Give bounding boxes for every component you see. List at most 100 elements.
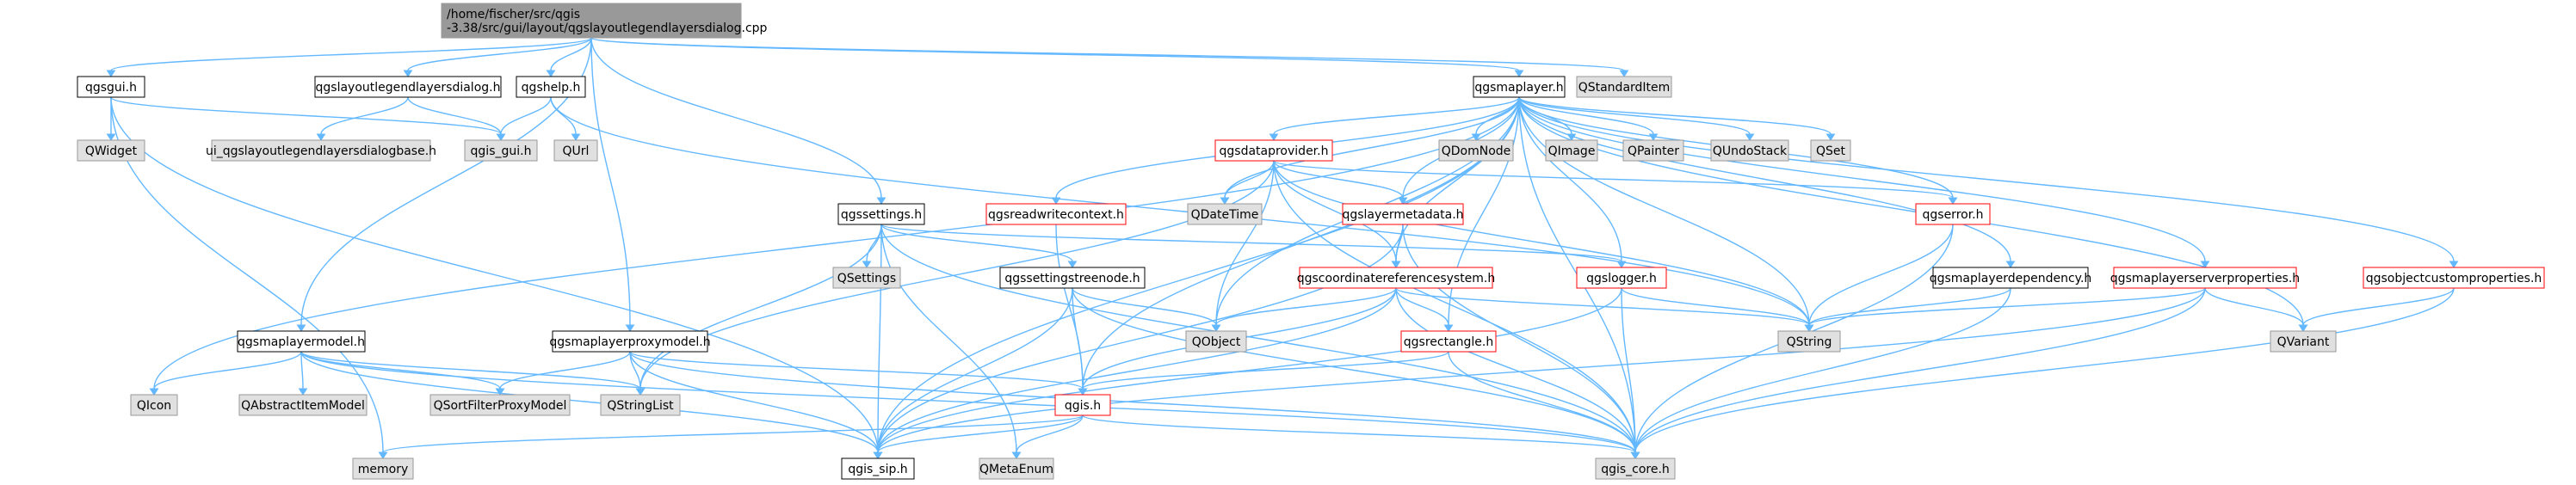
edge-qgslayoutlegendlayersdialog_h-to-qgis_gui_h [407,96,506,141]
edge-qgsmaplayer_h-to-qgsdataprovider_h [1269,96,1520,141]
node-qgserror-h[interactable]: qgserror.h [1915,203,1991,225]
node-QIcon[interactable]: QIcon [130,394,178,416]
edge-qgsmaplayerserverproperties_h-to-qgis_core_h [1630,287,2206,459]
node-label: qgis_gui.h [471,144,532,158]
node-label: QUrl [563,144,590,158]
node-qgsmaplayerdependency-h[interactable]: qgsmaplayerdependency.h [1930,267,2092,289]
node-qgslayermetadata-h[interactable]: qgslayermetadata.h [1342,203,1464,225]
node-QStandardItem[interactable]: QStandardItem [1576,76,1672,98]
node-qgis-core-h[interactable]: qgis_core.h [1595,457,1676,480]
node-qgscoordinatereferencesystem-h[interactable]: qgscoordinatereferencesystem.h [1297,267,1496,289]
node-ui-dialogbase[interactable]: ui_qgslayoutlegendlayersdialogbase.h [206,139,436,162]
node-qgsmaplayerproxymodel-h[interactable]: qgsmaplayerproxymodel.h [549,330,711,353]
node-qgsmaplayermodel-h[interactable]: qgsmaplayermodel.h [237,330,366,353]
node-QDomNode[interactable]: QDomNode [1438,139,1514,162]
node-qgsgui-h[interactable]: qgsgui.h [77,76,145,98]
edge-qgsdataprovider_h-to-QStringList [635,160,1275,396]
node-qgslogger-h[interactable]: qgslogger.h [1576,267,1667,289]
edge-qgsmaplayer_h-to-QUndoStack [1518,96,1755,141]
node-label: qgslayoutlegendlayersdialog.h [316,81,501,95]
edge-qgssettingstreenode_h-to-qgis_h [1072,287,1088,396]
node-label: qgsreadwritecontext.h [988,208,1124,222]
node-label: QObject [1192,335,1241,349]
node-qgis-h[interactable]: qgis.h [1054,394,1111,416]
node-QString[interactable]: QString [1777,330,1841,353]
edge-qgshelp_h-to-qgis_gui_h [496,96,552,141]
edge-qgssettings_h-to-qgssettingstreenode_h [880,224,1078,268]
node-label: qgsmaplayerproxymodel.h [549,335,710,349]
node-label: qgsmaplayermodel.h [238,335,365,349]
node-qgsdataprovider-h[interactable]: qgsdataprovider.h [1214,139,1333,162]
edge-qgsmaplayer_h-to-QSet [1518,96,1836,141]
edge-qgsdataprovider_h-to-QDateTime [1220,160,1275,205]
edge-qgsdataprovider_h-to-qgserror_h [1273,160,1958,205]
node-label: qgsmaplayer.h [1474,81,1563,95]
node-label: QVariant [2277,335,2330,349]
node-label: QStringList [607,399,674,413]
edge-qgsmaplayerproxymodel_h-to-QSortFilterProxyModel [495,351,631,396]
nodes-layer: /home/fischer/src/qgis-3.38/src/gui/layo… [77,3,2545,480]
node-label: QPainter [1628,144,1679,158]
node-label: qgslayermetadata.h [1342,208,1463,222]
node-QStringList[interactable]: QStringList [600,394,681,416]
edge-qgsdataprovider_h-to-qgslayermetadata_h [1273,160,1408,205]
edge-qgsmaplayer_h-to-qgsmaplayerserverproperties_h [1518,96,2210,268]
node-label: QUndoStack [1713,144,1788,158]
node-qgssettings-h[interactable]: qgssettings.h [837,203,925,225]
edge-root-to-QStandardItem [590,37,1629,77]
node-qgis-gui-h[interactable]: qgis_gui.h [464,139,538,162]
node-QVariant[interactable]: QVariant [2270,330,2337,353]
node-root[interactable]: /home/fischer/src/qgis-3.38/src/gui/layo… [441,3,768,39]
edge-qgssettings_h-to-QMetaEnum [880,224,1022,459]
node-qgis-sip-h[interactable]: qgis_sip.h [841,457,915,480]
node-label: qgserror.h [1923,208,1984,222]
node-label: qgslogger.h [1586,272,1657,285]
node-QSettings[interactable]: QSettings [832,267,901,289]
node-label: qgssettingstreenode.h [1004,272,1140,285]
node-QObject[interactable]: QObject [1185,330,1247,353]
edge-qgis_h-to-qgis_sip_h [873,414,1084,459]
edges-layer [106,37,2459,459]
node-QMetaEnum[interactable]: QMetaEnum [979,457,1054,480]
node-qgsmaplayerserverproperties-h[interactable]: qgsmaplayerserverproperties.h [2110,267,2300,289]
node-QSortFilterProxyModel[interactable]: QSortFilterProxyModel [429,394,571,416]
edge-qgscoordinatereferencesystem_h-to-QObject [1211,287,1397,332]
edge-root-to-qgssettings_h [590,37,886,205]
node-memory[interactable]: memory [352,457,414,480]
node-label: qgshelp.h [522,81,581,95]
edge-qgslayoutlegendlayersdialog_h-to-ui_dialogbase [316,96,409,141]
node-qgsobjectcustomproperties-h[interactable]: qgsobjectcustomproperties.h [2363,267,2545,289]
edge-qgsmaplayermodel_h-to-QSortFilterProxyModel [300,351,505,396]
edge-qgsmaplayer_h-to-qgsmaplayerdependency_h [1518,96,2016,268]
node-QImage[interactable]: QImage [1545,139,1598,162]
node-QWidget[interactable]: QWidget [77,139,145,162]
node-qgsreadwritecontext-h[interactable]: qgsreadwritecontext.h [985,203,1127,225]
node-label: memory [358,463,409,476]
edge-qgsmaplayerserverproperties_h-to-QString [1804,287,2206,332]
node-qgslayoutlegendlayersdialog-h[interactable]: qgslayoutlegendlayersdialog.h [314,76,502,98]
edge-qgis_h-to-qgis_core_h [1082,414,1640,459]
node-label: /home/fischer/src/qgis [447,8,580,21]
edge-qgsmaplayermodel_h-to-QIcon [149,351,302,396]
node-qgsmaplayer-h[interactable]: qgsmaplayer.h [1473,76,1566,98]
node-qgssettingstreenode-h[interactable]: qgssettingstreenode.h [999,267,1146,289]
node-QPainter[interactable]: QPainter [1622,139,1684,162]
node-QUndoStack[interactable]: QUndoStack [1710,139,1789,162]
node-qgshelp-h[interactable]: qgshelp.h [516,76,586,98]
node-label: QString [1787,335,1832,349]
node-label: qgsobjectcustomproperties.h [2366,272,2542,285]
node-label: qgis.h [1065,399,1101,413]
node-label: QSortFilterProxyModel [434,399,567,413]
node-QAbstractItemModel[interactable]: QAbstractItemModel [238,394,368,416]
node-QDateTime[interactable]: QDateTime [1187,203,1263,225]
node-QUrl[interactable]: QUrl [553,139,598,162]
node-label: QIcon [137,399,171,413]
node-label: qgsmaplayerdependency.h [1930,272,2092,285]
node-qgsrectangle-h[interactable]: qgsrectangle.h [1400,330,1497,353]
node-label: qgsdataprovider.h [1220,144,1329,158]
edge-qgsobjectcustomproperties_h-to-QVariant [2298,287,2455,332]
node-QSet[interactable]: QSet [1810,139,1851,162]
node-label: QAbstractItemModel [241,399,365,413]
edge-qgshelp_h-to-QUrl [550,96,581,141]
